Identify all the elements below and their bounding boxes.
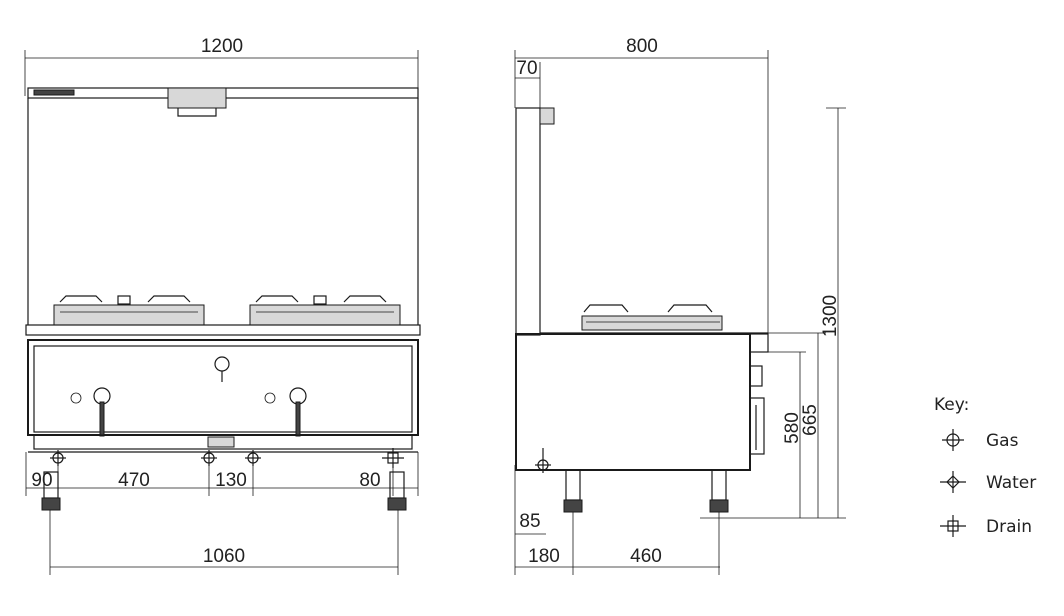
key-title: Key:: [934, 395, 969, 415]
dim-top-width: 1200: [201, 36, 243, 57]
dim-line-bottom-row: [25, 452, 419, 496]
side-burner: [581, 304, 723, 331]
center-bracket: [207, 436, 235, 448]
front-view: 1200: [24, 36, 421, 575]
front-body-panel: [27, 339, 419, 436]
front-base-frame: [33, 434, 413, 450]
side-water-symbol: [535, 457, 551, 473]
side-upstand: [515, 107, 541, 336]
front-inner-panel: [33, 345, 413, 433]
side-foot-pad-front: [709, 499, 729, 513]
dim-line-bottom-side: [514, 512, 720, 575]
dim-left-offset: 90: [31, 470, 52, 491]
side-foot-rear: [565, 469, 581, 501]
drain-symbol-icon: [940, 515, 966, 537]
water-symbol-icon: [940, 471, 966, 493]
key-label-gas: Gas: [986, 431, 1019, 451]
side-view: 800 70: [514, 36, 846, 575]
side-front-lip: [749, 333, 769, 353]
front-foot-pad-left: [41, 497, 61, 511]
side-foot-pad-rear: [563, 499, 583, 513]
water-tap-knob: [214, 356, 230, 372]
dim-foot-span: 460: [630, 546, 662, 567]
front-gas-symbol: [50, 450, 66, 466]
side-shelf-bracket: [539, 107, 555, 125]
front-drain-symbol: [382, 448, 404, 468]
pilot-indicator-left: [70, 392, 82, 404]
dim-line-foot-height: [514, 465, 546, 535]
gas-symbol-icon: [942, 429, 964, 451]
dim-work-height: 665: [800, 404, 821, 436]
dim-mid-gap: 130: [215, 470, 247, 491]
key-label-drain: Drain: [986, 517, 1032, 537]
gas-valve-stem-left: [99, 401, 105, 437]
front-burner-left: [53, 295, 205, 326]
legend-key: Key: Gas Water Drain: [934, 395, 1036, 537]
front-gas-symbol-2: [245, 450, 261, 466]
dim-line-work-height: [768, 332, 826, 518]
shelf-bracket: [167, 87, 227, 109]
dim-splash: 70: [516, 58, 537, 79]
dim-total-height: 1300: [820, 295, 841, 337]
side-body: [515, 333, 751, 471]
dim-center-span: 470: [118, 470, 150, 491]
front-foot-pad-right: [387, 497, 407, 511]
bracket-hook: [177, 108, 217, 117]
side-knob-top: [749, 365, 763, 387]
front-burner-right: [249, 295, 401, 326]
dim-rear-offset: 180: [528, 546, 560, 567]
dim-base-width: 1060: [203, 546, 245, 567]
front-foot-right: [389, 471, 405, 499]
key-label-water: Water: [986, 473, 1036, 493]
dim-body-height: 580: [782, 412, 803, 444]
pilot-indicator-right: [264, 392, 276, 404]
dim-line-body-height: [768, 351, 806, 518]
dim-line-base-width: [49, 510, 399, 575]
dim-line-splash: [515, 62, 541, 108]
front-worktop: [25, 324, 421, 336]
dim-line-depth: [514, 50, 769, 335]
dim-right-offset: 80: [359, 470, 380, 491]
dim-foot-height: 85: [519, 511, 540, 532]
side-foot-front: [711, 469, 727, 501]
gas-valve-stem-right: [295, 401, 301, 437]
dim-depth: 800: [626, 36, 658, 57]
rail-end-bracket: [33, 89, 75, 96]
dim-line-total-height: [700, 107, 846, 519]
side-valve: [749, 397, 765, 455]
front-water-symbol: [201, 450, 217, 466]
